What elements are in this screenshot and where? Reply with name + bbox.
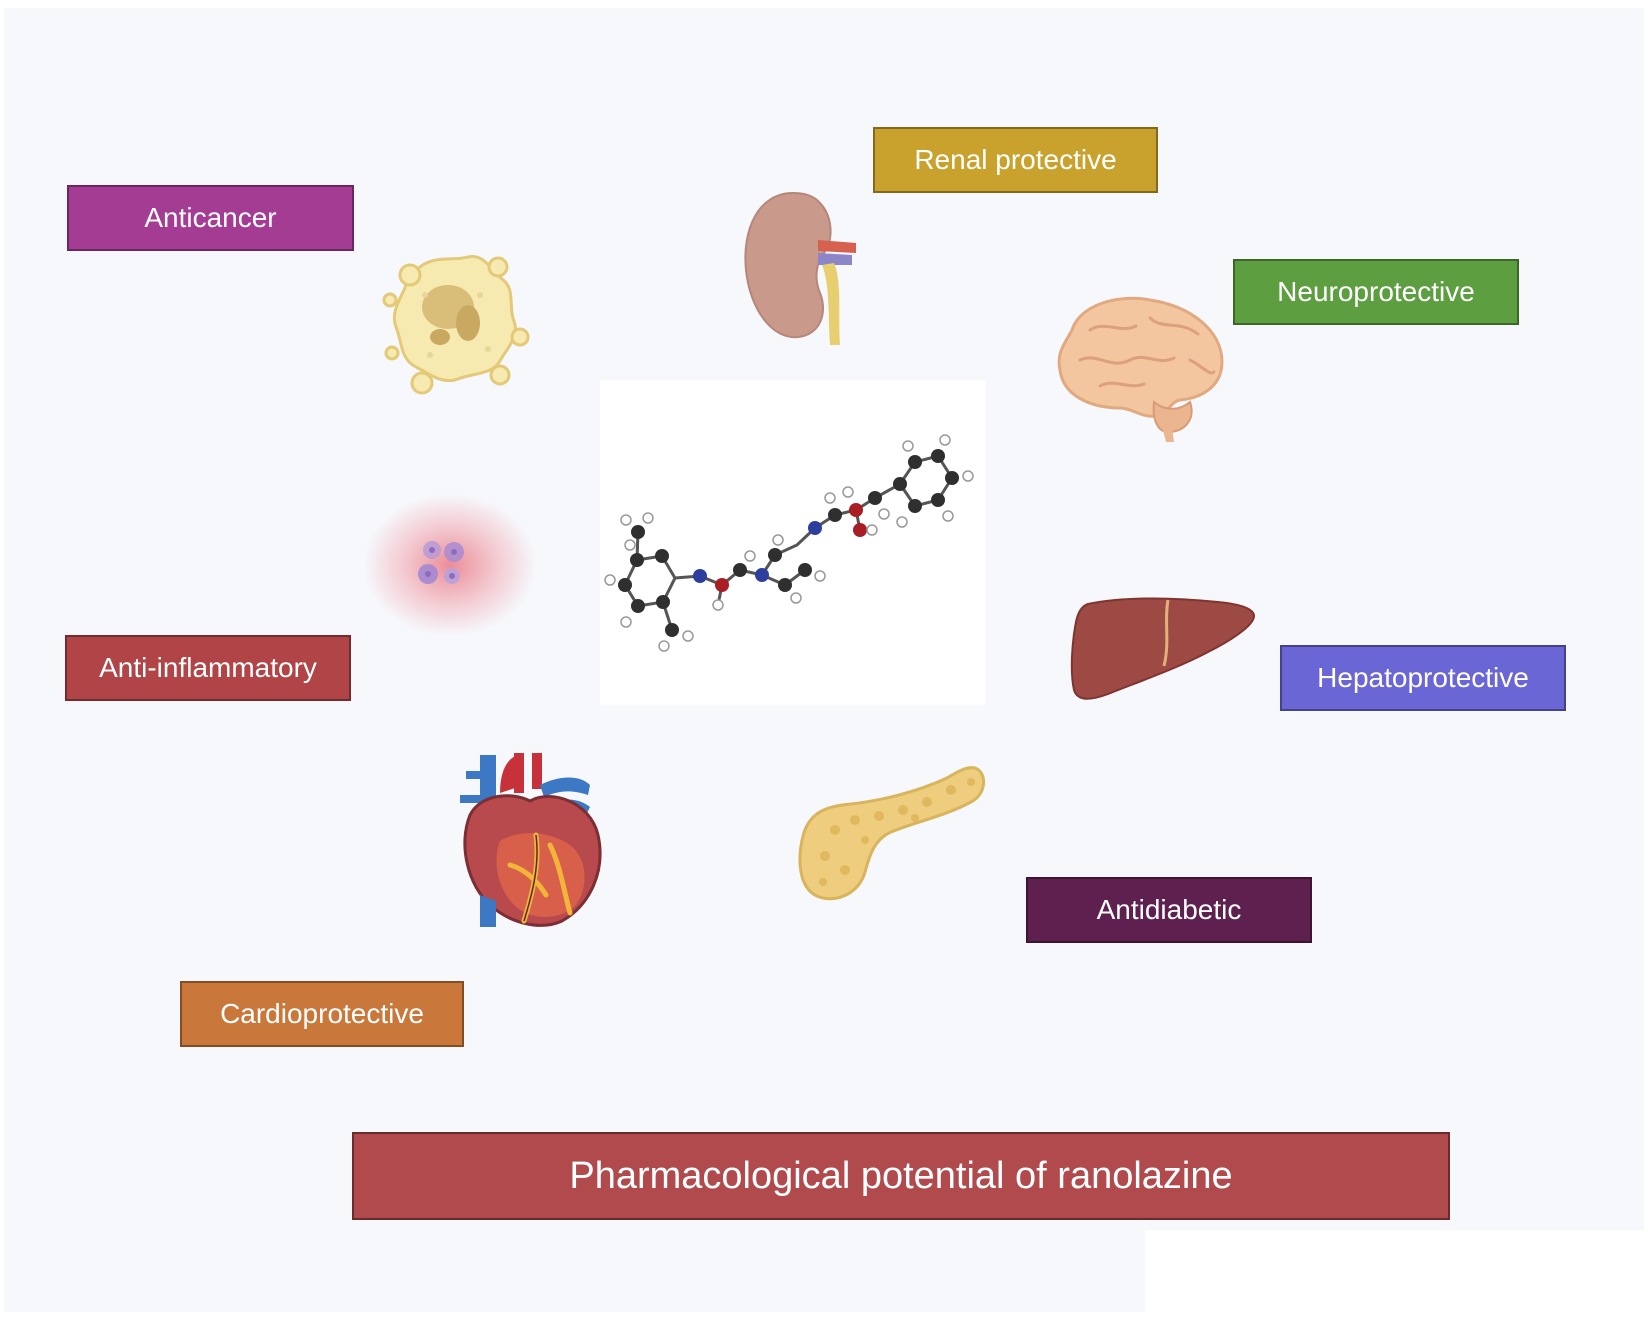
label-cardioprotective: Cardioprotective <box>180 981 464 1047</box>
pancreas-icon <box>798 766 985 901</box>
heart-icon <box>460 753 602 927</box>
label-hepatoprotective: Hepatoprotective <box>1280 645 1566 711</box>
label-renal-protective: Renal protective <box>873 127 1158 193</box>
ranolazine-molecule <box>604 434 974 652</box>
corner-patch <box>1145 1230 1649 1323</box>
inflammation-glow <box>365 495 535 635</box>
label-antidiabetic: Antidiabetic <box>1026 877 1312 943</box>
label-anticancer: Anticancer <box>67 185 354 251</box>
liver-icon <box>1070 597 1256 700</box>
cancer-cell-icon <box>382 254 530 395</box>
label-neuroprotective: Neuroprotective <box>1233 259 1519 325</box>
inflammation-cells-icon <box>418 541 464 584</box>
kidney-icon <box>744 191 856 345</box>
diagram-title: Pharmacological potential of ranolazine <box>352 1132 1450 1220</box>
brain-icon <box>1057 296 1224 442</box>
label-anti-inflammatory: Anti-inflammatory <box>65 635 351 701</box>
